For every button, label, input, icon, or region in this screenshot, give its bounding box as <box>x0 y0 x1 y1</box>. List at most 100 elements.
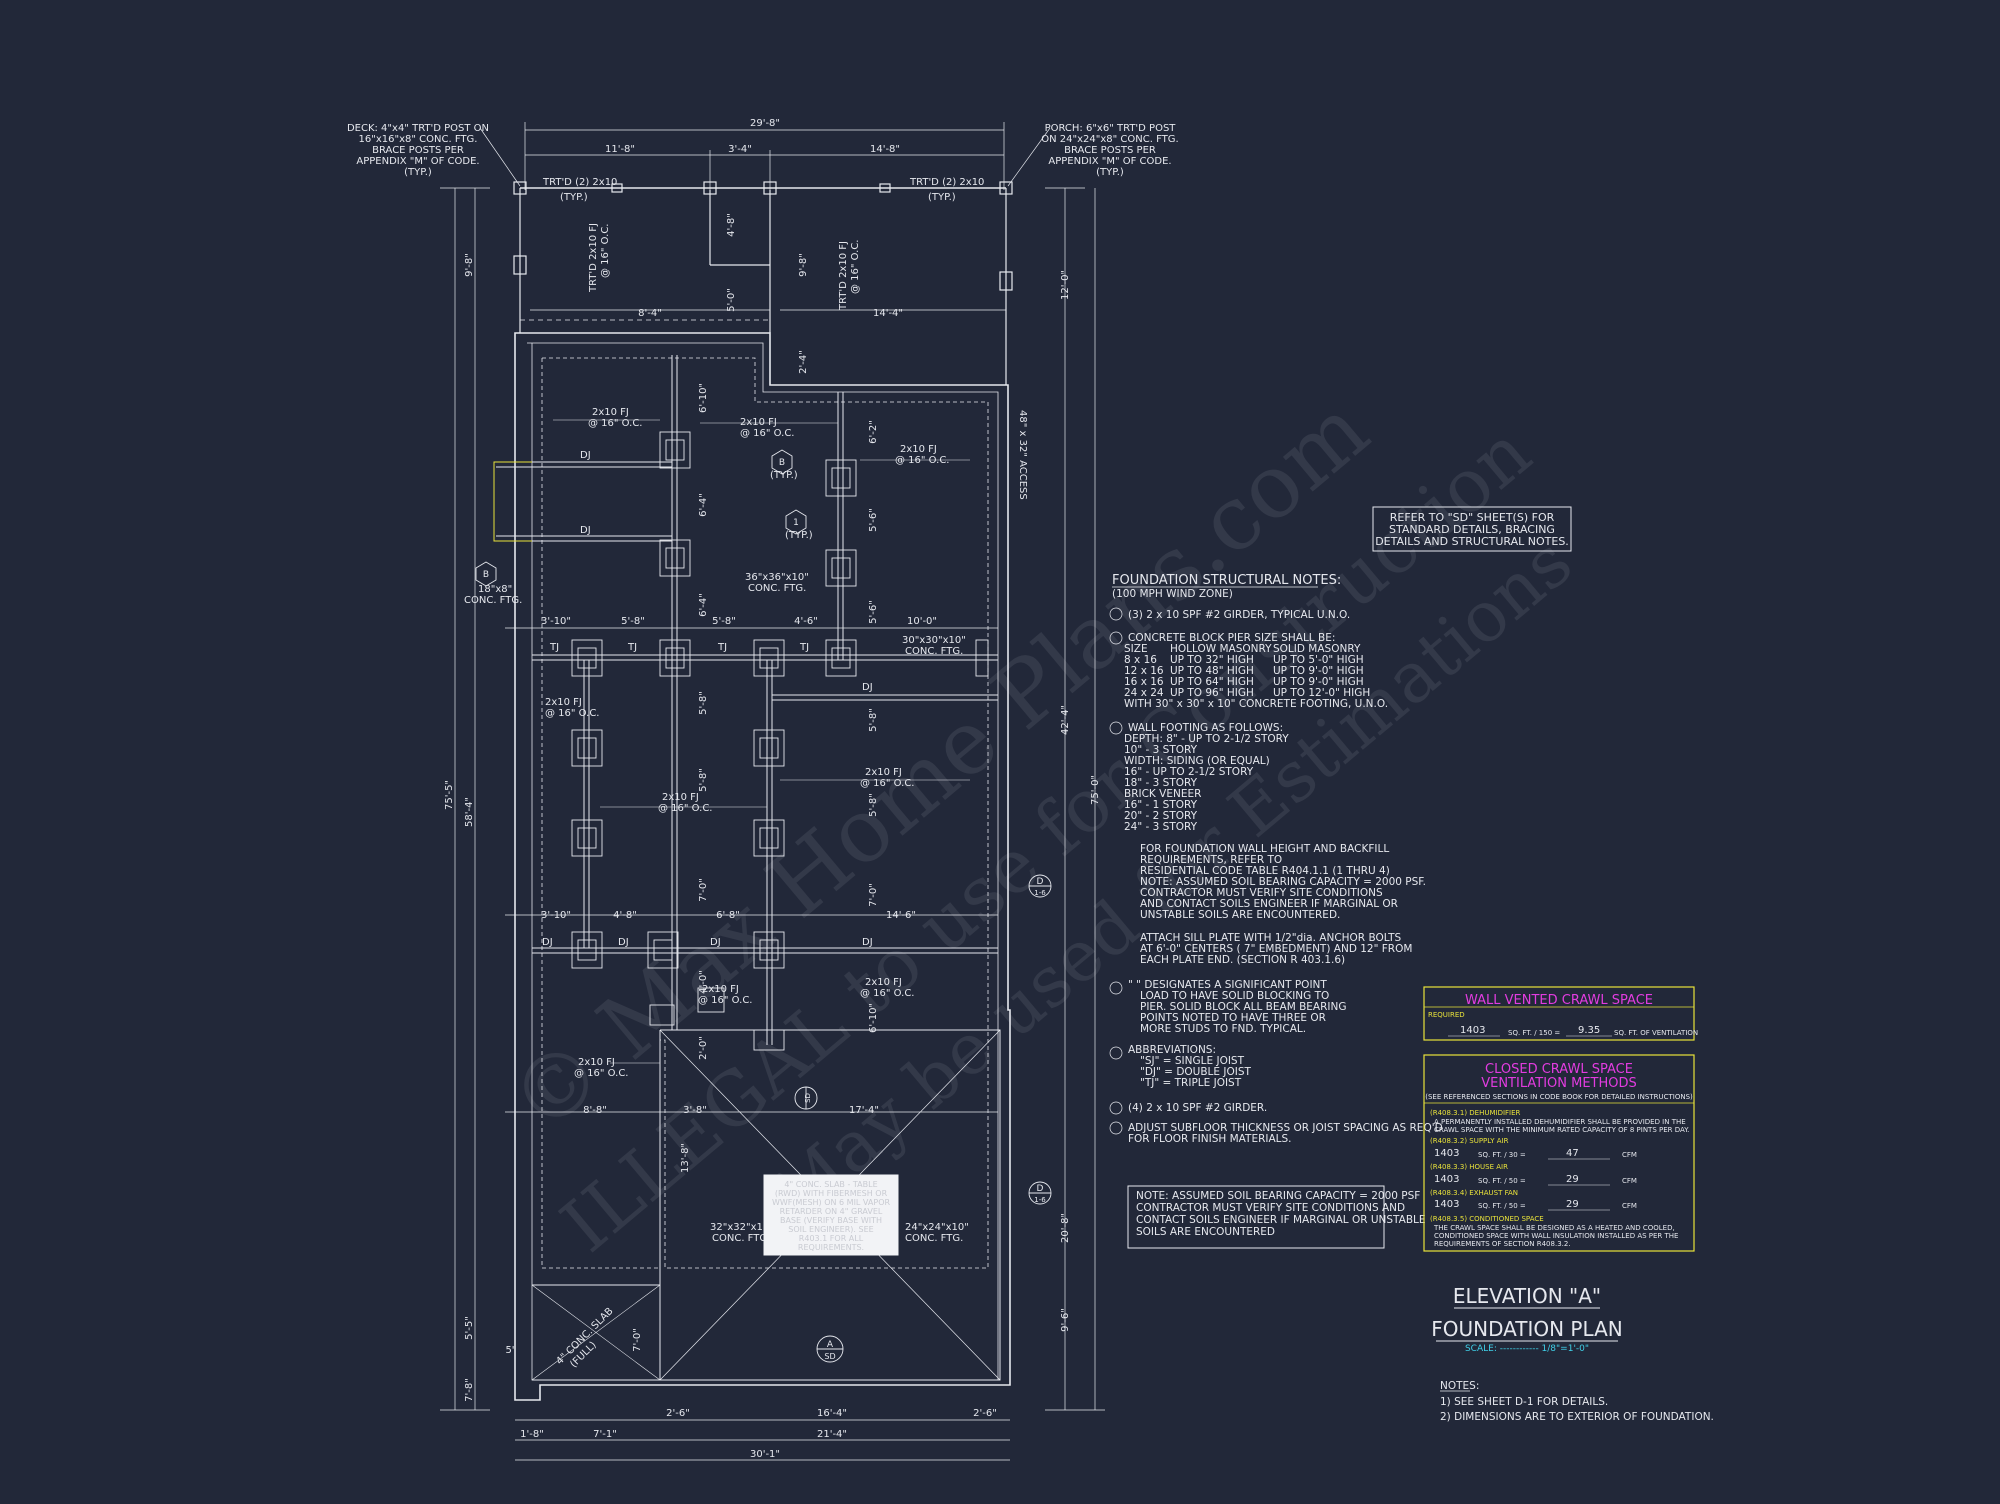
svg-text:17'-4": 17'-4" <box>849 1105 879 1116</box>
svg-text:TRT'D 2x10 FJ: TRT'D 2x10 FJ <box>838 241 849 311</box>
svg-text:DJ: DJ <box>542 937 553 948</box>
svg-text:@ 16" O.C.: @ 16" O.C. <box>860 778 915 789</box>
svg-text:DJ: DJ <box>862 937 873 948</box>
detail-tag-text: B B 1 D 1-6 D 1-6 A SD SD <box>483 458 1046 1361</box>
svg-text:UP TO 32" HIGH: UP TO 32" HIGH <box>1170 654 1254 666</box>
svg-text:9'-8": 9'-8" <box>798 253 809 277</box>
svg-text:2x10 FJ: 2x10 FJ <box>702 984 739 995</box>
svg-text:DETAILS AND STRUCTURAL NOTES.: DETAILS AND STRUCTURAL NOTES. <box>1375 535 1569 548</box>
svg-text:4'-6": 4'-6" <box>794 616 818 627</box>
svg-text:(R408.3.1) DEHUMIDIFIER: (R408.3.1) DEHUMIDIFIER <box>1430 1109 1521 1117</box>
svg-text:UP TO 9'-0" HIGH: UP TO 9'-0" HIGH <box>1273 676 1364 688</box>
svg-text:THE CRAWL SPACE SHALL BE DESIG: THE CRAWL SPACE SHALL BE DESIGNED AS A H… <box>1433 1224 1675 1232</box>
svg-text:2'-6": 2'-6" <box>666 1408 690 1419</box>
svg-text:SQ. FT. / 50 =: SQ. FT. / 50 = <box>1478 1177 1526 1185</box>
svg-text:16"x16"x8" CONC. FTG.: 16"x16"x8" CONC. FTG. <box>359 134 478 145</box>
svg-text:CONC. FTG.: CONC. FTG. <box>748 583 806 594</box>
slab-note: 4" CONC. SLAB - TABLE (RWD) WITH FIBERME… <box>772 1180 891 1252</box>
svg-text:2'-0": 2'-0" <box>698 1036 709 1060</box>
svg-text:@ 16" O.C.: @ 16" O.C. <box>850 240 861 295</box>
svg-text:RESIDENTIAL CODE TABLE R404.1.: RESIDENTIAL CODE TABLE R404.1.1 (1 THRU … <box>1140 865 1390 877</box>
svg-text:CFM: CFM <box>1622 1151 1637 1159</box>
closed-crawl-box <box>1423 1054 1695 1252</box>
svg-text:5'-8": 5'-8" <box>621 616 645 627</box>
svg-text:48" x 32" ACCESS: 48" x 32" ACCESS <box>1017 410 1028 500</box>
svg-text:DJ: DJ <box>580 525 591 536</box>
svg-text:ATTACH SILL PLATE WITH 1/2"dia: ATTACH SILL PLATE WITH 1/2"dia. ANCHOR B… <box>1140 932 1402 944</box>
svg-text:16" - 1 STORY: 16" - 1 STORY <box>1124 799 1198 811</box>
svg-text:30'-1": 30'-1" <box>750 1449 780 1460</box>
svg-text:R403.1 FOR ALL: R403.1 FOR ALL <box>799 1234 864 1243</box>
svg-text:29: 29 <box>1566 1199 1579 1210</box>
svg-text:7'-0": 7'-0" <box>698 878 709 902</box>
svg-text:(3) 2 x 10 SPF #2 GIRDER, TYPI: (3) 2 x 10 SPF #2 GIRDER, TYPICAL U.N.O. <box>1128 609 1350 621</box>
svg-text:"DJ" = DOUBLE JOIST: "DJ" = DOUBLE JOIST <box>1140 1066 1251 1078</box>
svg-text:B: B <box>483 570 489 580</box>
svg-text:5'-8": 5'-8" <box>698 768 709 792</box>
svg-text:CLOSED CRAWL SPACE: CLOSED CRAWL SPACE <box>1485 1062 1633 1077</box>
svg-text:"TJ" = TRIPLE JOIST: "TJ" = TRIPLE JOIST <box>1140 1077 1242 1089</box>
svg-text:SOILS ARE ENCOUNTERED: SOILS ARE ENCOUNTERED <box>1136 1226 1275 1238</box>
svg-text:MORE STUDS TO FND. TYPICAL.: MORE STUDS TO FND. TYPICAL. <box>1140 1023 1306 1035</box>
svg-text:SQ. FT. / 150 =: SQ. FT. / 150 = <box>1508 1029 1560 1037</box>
svg-text:UNSTABLE SOILS ARE ENCOUNTERED: UNSTABLE SOILS ARE ENCOUNTERED. <box>1140 909 1340 921</box>
svg-text:5'-8": 5'-8" <box>868 793 879 817</box>
svg-text:REQUIREMENTS.: REQUIREMENTS. <box>798 1243 864 1252</box>
svg-text:(4) 2 x 10 SPF #2 GIRDER.: (4) 2 x 10 SPF #2 GIRDER. <box>1128 1102 1267 1114</box>
svg-text:REQUIRED: REQUIRED <box>1428 1011 1465 1019</box>
wall-vented-title: WALL VENTED CRAWL SPACE <box>1465 993 1653 1008</box>
svg-text:24"x24"x10": 24"x24"x10" <box>905 1222 969 1233</box>
svg-text:2x10 FJ: 2x10 FJ <box>865 767 902 778</box>
svg-text:5'-8": 5'-8" <box>868 708 879 732</box>
svg-text:2x10 FJ: 2x10 FJ <box>578 1057 615 1068</box>
svg-text:7'-0": 7'-0" <box>868 883 879 907</box>
svg-text:21'-4": 21'-4" <box>817 1429 847 1440</box>
soil-note-box <box>1127 1185 1385 1249</box>
svg-text:14'-8": 14'-8" <box>870 144 900 155</box>
svg-text:FOR FLOOR FINISH MATERIALS.: FOR FLOOR FINISH MATERIALS. <box>1128 1133 1292 1145</box>
svg-text:" " DESIGNATES A SIGNIFICANT P: " " DESIGNATES A SIGNIFICANT POINT <box>1128 979 1327 991</box>
svg-text:NOTE: ASSUMED SOIL BEARING CAP: NOTE: ASSUMED SOIL BEARING CAPACITY = 20… <box>1136 1190 1420 1202</box>
svg-text:CONC. FTG.: CONC. FTG. <box>712 1233 770 1244</box>
svg-text:7'-0": 7'-0" <box>632 1328 643 1352</box>
svg-text:24 x 24: 24 x 24 <box>1124 687 1164 699</box>
svg-text:20" - 2 STORY: 20" - 2 STORY <box>1124 810 1198 822</box>
svg-text:1) SEE SHEET D-1 FOR DETAILS.: 1) SEE SHEET D-1 FOR DETAILS. <box>1440 1396 1608 1408</box>
svg-text:7'-8": 7'-8" <box>464 1378 475 1402</box>
svg-text:4'-8": 4'-8" <box>726 213 737 237</box>
svg-text:CONC. FTG.: CONC. FTG. <box>464 595 522 606</box>
svg-text:9'-6": 9'-6" <box>1060 1308 1071 1332</box>
svg-text:2x10 FJ: 2x10 FJ <box>592 407 629 418</box>
svg-text:DEPTH: 8" - UP TO 2-1/2 STORY: DEPTH: 8" - UP TO 2-1/2 STORY <box>1124 733 1289 745</box>
svg-text:CFM: CFM <box>1622 1177 1637 1185</box>
svg-text:@ 16" O.C.: @ 16" O.C. <box>545 708 600 719</box>
svg-text:TJ: TJ <box>549 642 559 653</box>
svg-text:WALL FOOTING AS FOLLOWS:: WALL FOOTING AS FOLLOWS: <box>1128 722 1283 734</box>
svg-text:CONTRACTOR MUST VERIFY SITE CO: CONTRACTOR MUST VERIFY SITE CONDITIONS <box>1140 887 1383 899</box>
svg-text:POINTS NOTED TO HAVE THREE OR: POINTS NOTED TO HAVE THREE OR <box>1140 1012 1326 1024</box>
svg-text:DJ: DJ <box>618 937 629 948</box>
svg-text:TRT'D 2x10 FJ: TRT'D 2x10 FJ <box>588 223 599 293</box>
svg-text:SOLID MASONRY: SOLID MASONRY <box>1273 643 1361 655</box>
svg-text:3'-4": 3'-4" <box>728 144 752 155</box>
svg-text:CONC. FTG.: CONC. FTG. <box>905 1233 963 1244</box>
svg-text:@ 16" O.C.: @ 16" O.C. <box>698 995 753 1006</box>
svg-text:(R408.3.3) HOUSE AIR: (R408.3.3) HOUSE AIR <box>1430 1163 1508 1171</box>
svg-text:PORCH: 6"x6" TRT'D POST: PORCH: 6"x6" TRT'D POST <box>1045 123 1177 134</box>
svg-text:STANDARD DETAILS, BRACING: STANDARD DETAILS, BRACING <box>1389 523 1555 536</box>
svg-text:AT 6'-0" CENTERS ( 7" EMBEDMEN: AT 6'-0" CENTERS ( 7" EMBEDMENT) AND 12"… <box>1140 943 1412 955</box>
svg-text:11'-8": 11'-8" <box>605 144 635 155</box>
svg-text:REQUIREMENTS, REFER TO: REQUIREMENTS, REFER TO <box>1140 854 1282 866</box>
svg-text:4'-0": 4'-0" <box>698 970 709 994</box>
svg-text:@ 16" O.C.: @ 16" O.C. <box>600 224 611 279</box>
svg-text:18"x8": 18"x8" <box>478 584 512 595</box>
svg-text:32"x32"x10": 32"x32"x10" <box>710 1222 774 1233</box>
svg-text:8'-4": 8'-4" <box>638 308 662 319</box>
svg-text:A: A <box>827 1340 834 1350</box>
svg-text:2x10 FJ: 2x10 FJ <box>662 792 699 803</box>
svg-text:APPENDIX "M" OF CODE.: APPENDIX "M" OF CODE. <box>1048 156 1171 167</box>
title-elevation: ELEVATION "A" <box>1453 1284 1601 1308</box>
slab-note-box <box>763 1174 899 1256</box>
svg-text:UP TO 12'-0" HIGH: UP TO 12'-0" HIGH <box>1273 687 1370 699</box>
